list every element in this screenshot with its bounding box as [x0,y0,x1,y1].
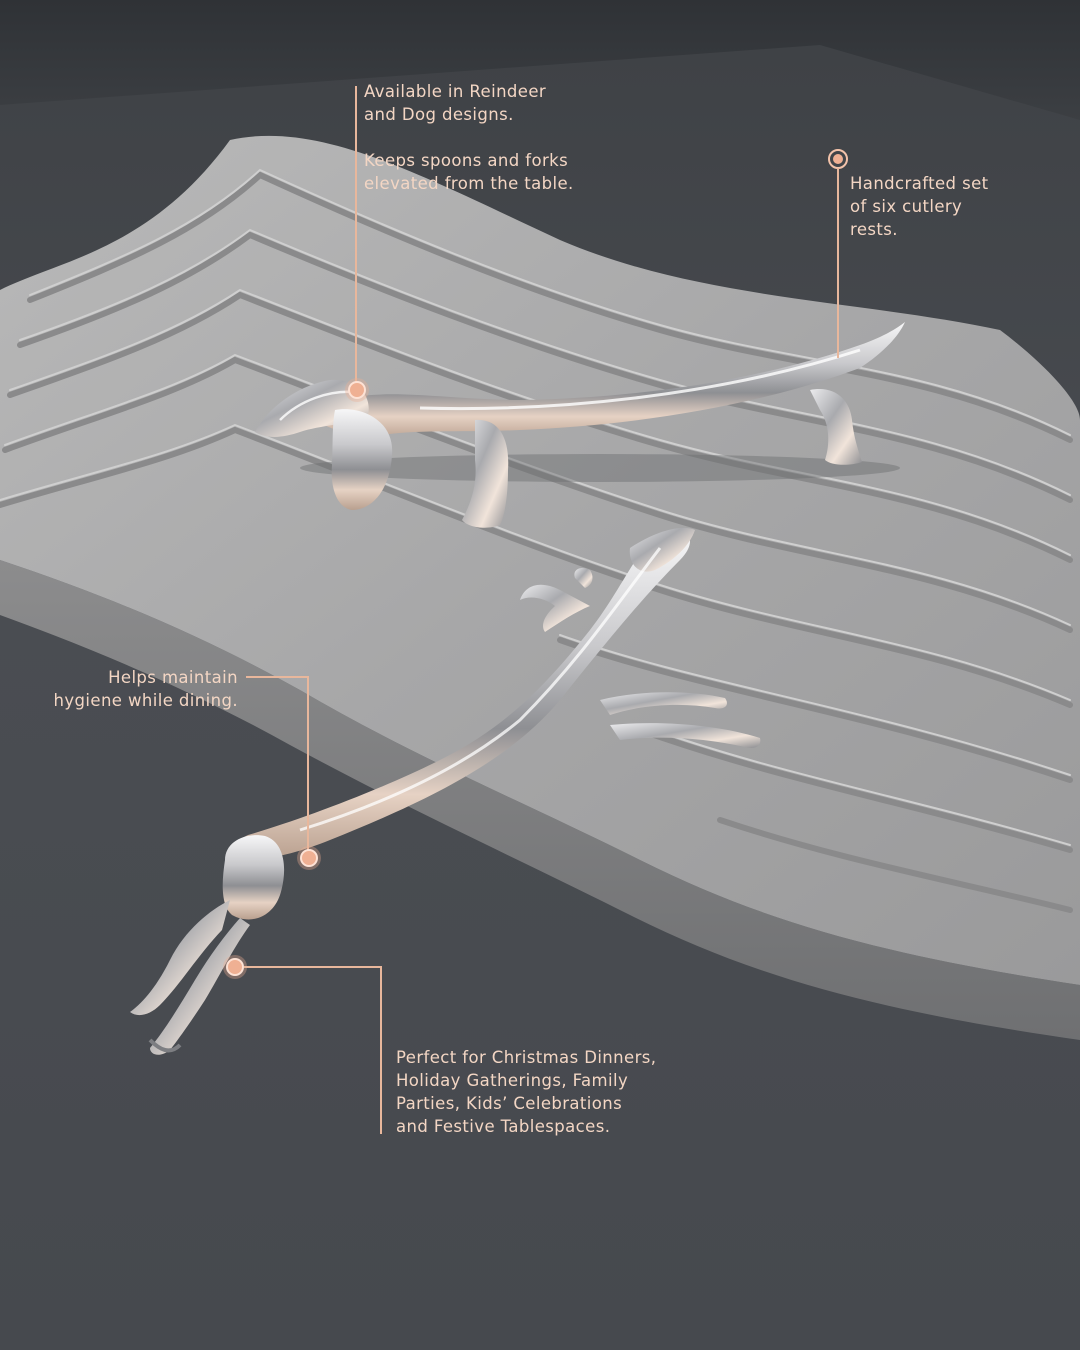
backdrop-panel [0,0,1080,120]
callout-hygiene-text: Helps maintain hygiene while dining. [53,668,238,710]
tray-edge [0,560,1080,1040]
callout-hygiene-dot [300,849,318,867]
wavy-tray [0,135,1080,985]
callout-designs-text: Available in Reindeer and Dog designs. [364,82,547,124]
callout-elevated-text: Keeps spoons and forks elevated from the… [364,151,574,193]
callout-hygiene-line-v [307,676,309,852]
callout-occasions-line-v [380,966,382,1134]
callout-hygiene-line-h [246,676,308,678]
callout-occasions-dot [226,958,244,976]
callout-handcrafted-line [837,168,839,358]
callout-handcrafted-dot [828,149,848,169]
callout-handcrafted-text: Handcrafted set of six cutlery rests. [850,174,989,239]
callout-designs-line [355,86,357,388]
dog-cutlery-rest [255,322,905,528]
callout-designs-dot [348,381,366,399]
callout-occasions-text: Perfect for Christmas Dinners, Holiday G… [396,1048,657,1136]
reindeer-cutlery-rest [130,527,761,1055]
callout-occasions-line-h [244,966,381,968]
